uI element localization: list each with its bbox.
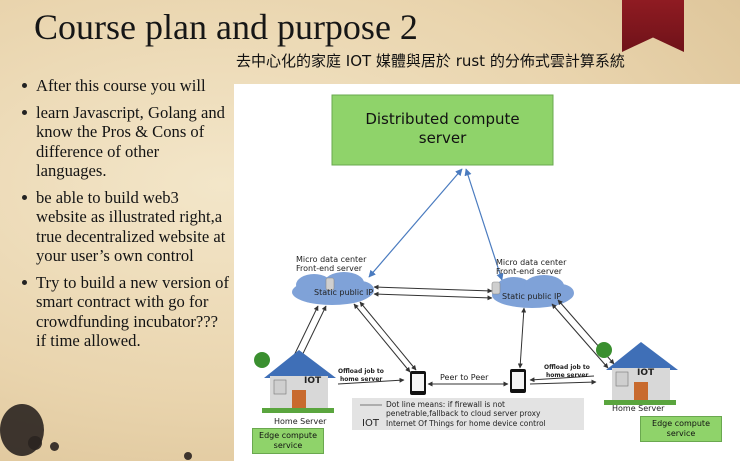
offload-left-line2: home server — [340, 376, 382, 383]
link — [517, 307, 527, 369]
home-server-left-label: Home Server — [274, 417, 327, 426]
server-box-label: Distributed compute server — [365, 110, 520, 147]
cloud-left — [292, 272, 374, 305]
bullet-item: be able to build web3 website as illustr… — [18, 188, 232, 266]
cloud-right-label: Static public IP — [502, 292, 561, 301]
edge-compute-right: Edge compute service — [640, 416, 722, 442]
offload-right-line1: Offload job to — [544, 364, 590, 371]
micro-center-left-line2: Front-end server — [296, 264, 363, 273]
slide-title: Course plan and purpose 2 — [34, 7, 418, 47]
phone-right-screen — [512, 372, 524, 389]
bullet-item: After this course you will — [18, 76, 232, 96]
legend-line-desc-1: Dot line means: if firewall is not — [386, 400, 505, 409]
offload-right-line2: home server — [546, 372, 588, 379]
legend-iot-desc: Internet Of Things for home device contr… — [386, 419, 546, 428]
ink-stain — [184, 452, 192, 460]
house-right — [596, 342, 678, 405]
iot-right-label: IOT — [637, 368, 655, 378]
cloud-right — [491, 275, 574, 308]
cloud-link — [373, 291, 493, 301]
edge-compute-left: Edge compute service — [252, 428, 324, 454]
ink-stain — [28, 436, 42, 450]
micro-center-left-line1: Micro data center — [296, 255, 367, 264]
house-left — [254, 350, 336, 413]
link — [551, 303, 609, 369]
cloud-link — [373, 284, 493, 294]
link — [359, 301, 417, 371]
legend-box — [352, 398, 584, 430]
micro-center-right-line2: Front-end server — [496, 267, 563, 276]
home-server-right-label: Home Server — [612, 404, 665, 413]
peer-label: Peer to Peer — [440, 373, 489, 382]
phone-left-screen — [412, 374, 424, 391]
ink-stain — [50, 442, 59, 451]
architecture-diagram: Micro data center Front-end server Micro… — [234, 84, 740, 461]
diagram-canvas: Micro data center Front-end server Micro… — [254, 94, 678, 430]
offload-arrow — [529, 379, 597, 385]
bullet-list: After this course you will learn Javascr… — [18, 76, 232, 358]
legend-iot-key: IOT — [362, 418, 380, 429]
cloud-left-label: Static public IP — [314, 288, 373, 297]
uplink-left — [368, 168, 463, 278]
legend-line-desc-2: penetrable,fallback to cloud server prox… — [386, 409, 541, 418]
offload-left-line1: Offload job to — [338, 368, 384, 375]
offload-arrow — [337, 377, 405, 385]
link — [353, 303, 411, 373]
micro-center-right-line1: Micro data center — [496, 258, 567, 267]
uplink-right — [464, 168, 504, 281]
iot-left-label: IOT — [304, 376, 322, 386]
offload-arrow — [529, 375, 595, 383]
bullet-item: learn Javascript, Golang and know the Pr… — [18, 103, 232, 181]
slide-subtitle: 去中心化的家庭 IOT 媒體與居於 rust 的分佈式雲計算系統 — [236, 52, 625, 70]
bullet-item: Try to build a new version of smart cont… — [18, 273, 232, 351]
server-box — [331, 94, 554, 166]
